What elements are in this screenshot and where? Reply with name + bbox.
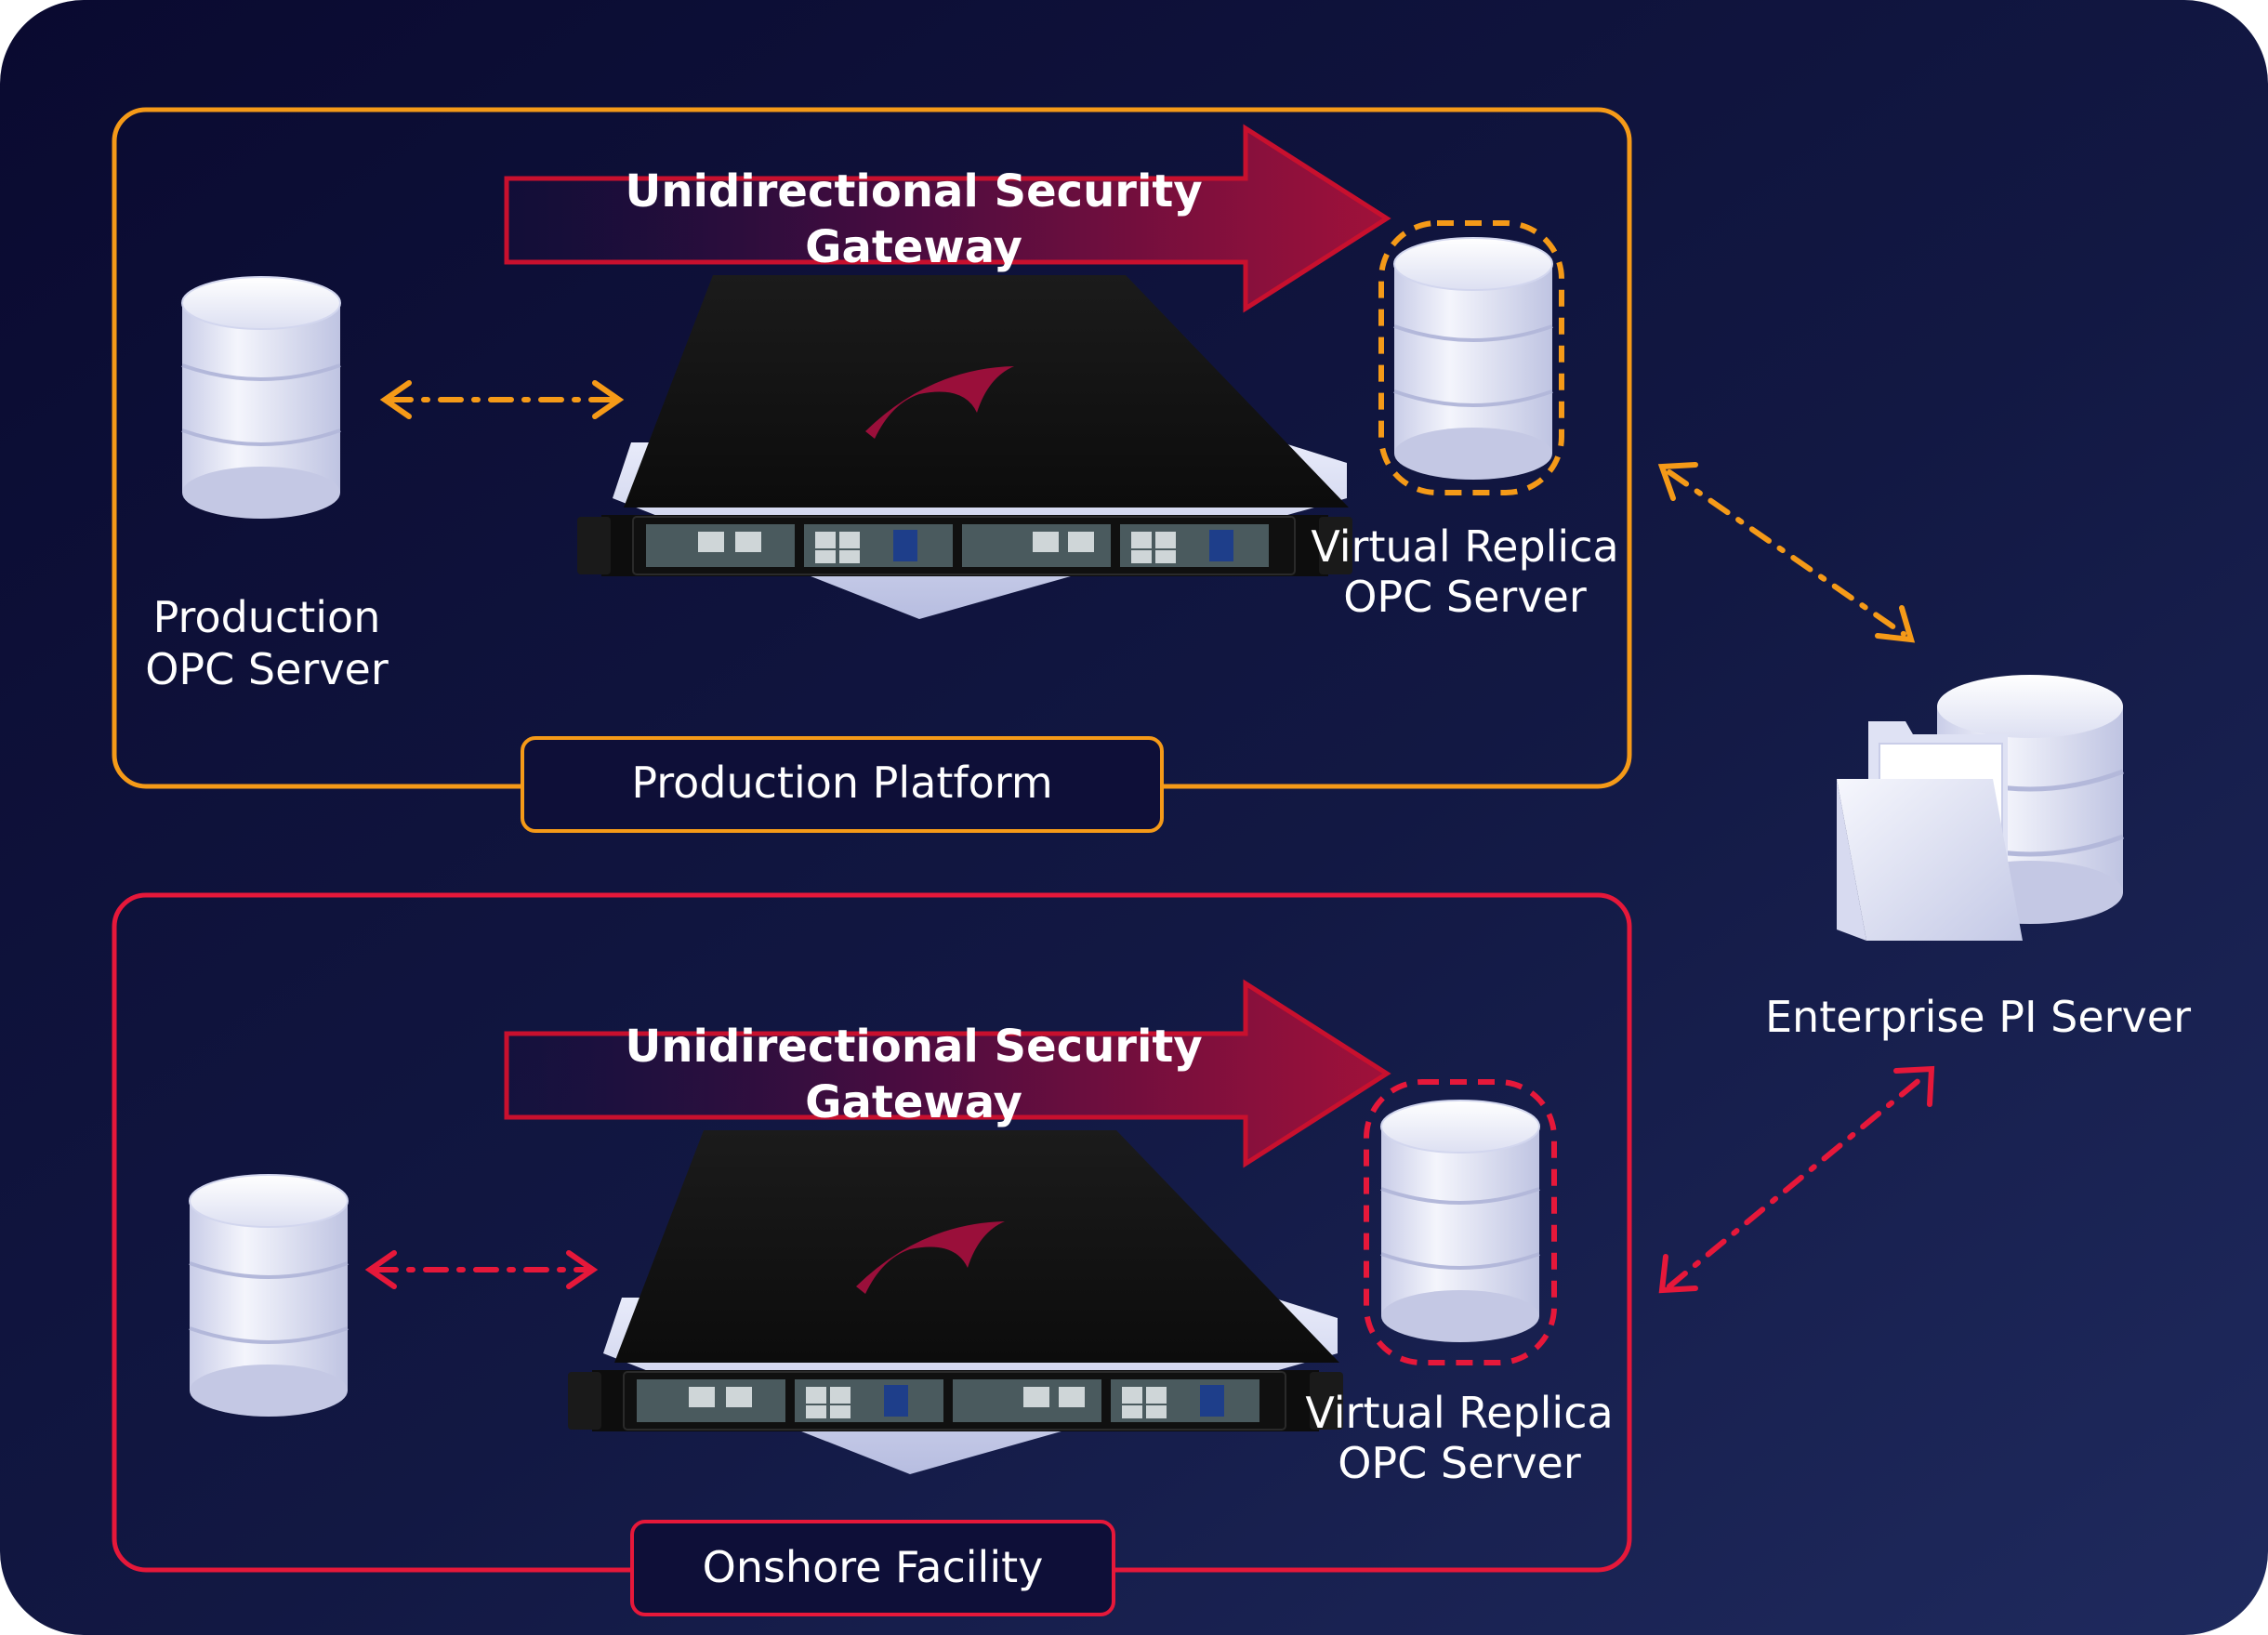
production-server-icon xyxy=(180,275,342,521)
replica-server-icon xyxy=(1379,1099,1541,1344)
onshore-facility-label-box xyxy=(630,1520,1115,1616)
production-platform-group: Unidirectional Security Gateway Producti… xyxy=(112,107,1632,833)
gateway-appliance-icon xyxy=(577,275,1352,619)
replica-dashed-outline xyxy=(1364,1079,1557,1365)
production-platform-label-box xyxy=(521,736,1164,833)
enterprise-server-label: Enterprise PI Server xyxy=(1765,992,2191,1042)
enterprise-server-icon xyxy=(1837,675,2124,941)
production-server-label-line1: Production xyxy=(153,592,381,642)
server-gateway-link xyxy=(364,1250,599,1289)
gateway-title-line1: Unidirectional Security xyxy=(625,1021,1202,1073)
onshore-server-icon xyxy=(188,1173,349,1418)
replica-label-line2: OPC Server xyxy=(1338,1438,1581,1488)
replica-label-line1: Virtual Replica xyxy=(1311,521,1618,572)
onshore-facility-group: Unidirectional Security Gateway Virtual … xyxy=(112,892,1632,1616)
replica-enterprise-link xyxy=(1657,462,1916,643)
replica-dashed-outline xyxy=(1378,220,1564,495)
production-platform-label: Production Platform xyxy=(631,758,1052,808)
replica-label-line1: Virtual Replica xyxy=(1305,1388,1613,1438)
enterprise-group: Enterprise PI Server xyxy=(1657,462,2191,1294)
replica-label-line2: OPC Server xyxy=(1343,572,1587,622)
gateway-appliance-icon xyxy=(568,1130,1343,1474)
gateway-arrow xyxy=(504,124,1391,313)
onshore-facility-label: Onshore Facility xyxy=(703,1542,1044,1592)
gateway-title-line2: Gateway xyxy=(805,1076,1022,1128)
gateway-title-line1: Unidirectional Security xyxy=(625,165,1202,218)
gateway-arrow xyxy=(504,979,1391,1168)
replica-enterprise-link xyxy=(1658,1065,1935,1294)
gateway-title-line2: Gateway xyxy=(805,221,1022,273)
replica-server-icon xyxy=(1392,236,1554,481)
production-server-label-line2: OPC Server xyxy=(145,644,389,694)
server-gateway-link xyxy=(379,380,625,419)
